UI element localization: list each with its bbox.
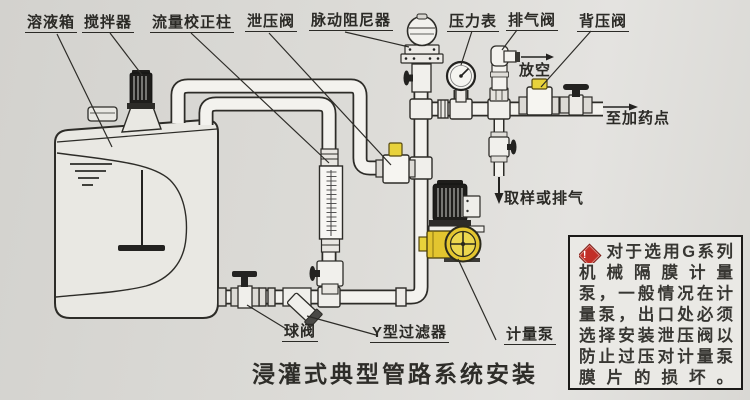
sampling-valve-icon (488, 131, 517, 204)
note-line-5: 选择安装泄压阀以 (579, 327, 733, 345)
leader-lines (56, 29, 592, 341)
warning-note-box: !对于选用G系列 机械隔膜计量 泵，一般情况在计 量泵，出口处必须 选择安装泄压… (568, 235, 743, 390)
warning-diamond-icon: ! (579, 243, 602, 263)
note-line-3: 泵，一般情况在计 (579, 285, 733, 303)
label-vent-valve: 排气阀 (506, 12, 559, 31)
agitator-motor-icon (127, 70, 155, 109)
metering-pump-icon (418, 180, 485, 263)
label-sampling-or-vent: 取样或排气 (504, 190, 585, 207)
diagram-title: 浸灌式典型管路系统安装 (252, 361, 538, 387)
agitator-shaft-icon (118, 170, 165, 251)
note-line-1: !对于选用G系列 (579, 242, 733, 263)
dosing-arrow (603, 103, 638, 111)
label-vent: 放空 (519, 62, 552, 79)
liquid-surface-curve (55, 152, 188, 298)
tank-lid-bump (87, 106, 118, 122)
vent-arrow (521, 53, 554, 61)
ball-valve-icon (230, 271, 260, 309)
label-y-strainer: Y型过滤器 (370, 324, 450, 343)
label-back-pressure: 背压阀 (577, 13, 630, 32)
sampling-arrow (494, 193, 504, 204)
label-solution-tank: 溶液箱 (25, 14, 78, 33)
note-line-2: 机械隔膜计量 (579, 264, 733, 282)
label-agitator: 搅拌器 (82, 14, 135, 33)
label-flow-column: 流量校正柱 (150, 14, 235, 33)
note-line-4: 量泵，出口处必须 (579, 306, 733, 324)
liquid-level-marks (70, 163, 112, 186)
solution-tank-drawing (54, 70, 219, 319)
column-isolation-valve-icon (309, 260, 344, 295)
note-line-7: 膜片的损坏。 (579, 369, 733, 387)
label-relief-valve: 泄压阀 (245, 13, 298, 32)
pump-junction-box (462, 195, 481, 218)
relief-valve-icon (375, 142, 416, 184)
label-pressure-gauge: 压力表 (447, 13, 500, 32)
pressure-gauge-icon (445, 60, 477, 103)
label-to-dosing-point: 至加药点 (606, 110, 671, 127)
vent-valve-icon (489, 45, 520, 102)
label-metering-pump: 计量泵 (504, 326, 557, 345)
flow-calibration-column-icon (309, 148, 344, 295)
label-ball-valve: 球阀 (282, 323, 319, 342)
label-pulsation-damper: 脉动阻尼器 (309, 12, 394, 31)
note-line-6: 防止过压对计量泵 (579, 348, 733, 366)
outlet-valve-icon (559, 84, 593, 116)
back-pressure-valve-icon (518, 78, 560, 116)
pulsation-damper-icon (400, 13, 444, 93)
agitator-mount (120, 106, 162, 133)
